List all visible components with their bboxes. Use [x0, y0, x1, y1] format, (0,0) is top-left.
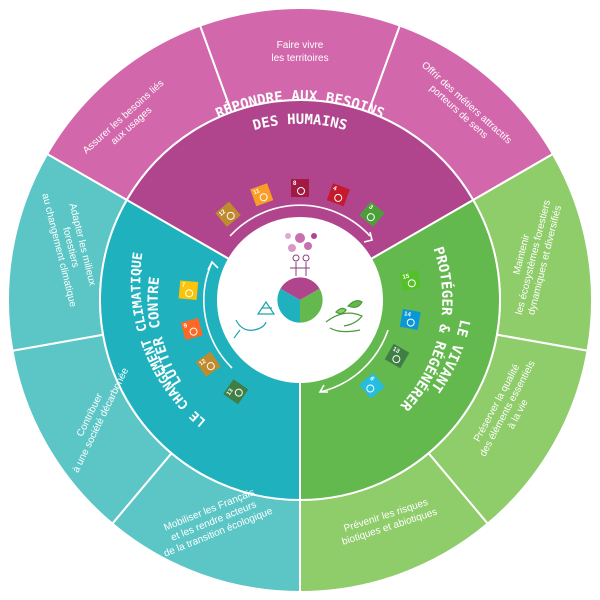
sdg-tile-climate-12: 12 — [195, 351, 221, 377]
svg-text:3: 3 — [367, 204, 374, 211]
infinity-icon — [226, 211, 235, 220]
svg-text:9: 9 — [183, 323, 188, 330]
svg-text:4: 4 — [332, 186, 338, 193]
outer-ring — [7, 7, 593, 594]
svg-text:11: 11 — [253, 188, 262, 196]
center-pie — [277, 277, 323, 323]
svg-text:7: 7 — [182, 283, 187, 289]
sdg-tile-living-14: 14 — [399, 309, 421, 330]
book-icon — [334, 193, 343, 202]
svg-text:15: 15 — [402, 274, 410, 281]
city-icon — [259, 193, 268, 202]
svg-text:Faire vivre: Faire vivre — [277, 40, 324, 51]
eye-globe-icon — [392, 355, 401, 364]
sdg-tile-humans-12: 12 — [215, 201, 241, 227]
svg-text:les territoires: les territoires — [271, 53, 328, 64]
svg-text:14: 14 — [404, 311, 412, 318]
sdg-icons: 12 11 8 4 3 7 9 12 13 15 14 13 6 — [178, 179, 421, 405]
cubes-icon — [189, 327, 198, 336]
hand-leaves-illustration — [325, 300, 363, 333]
sdg-tile-climate-7: 7 — [178, 280, 199, 300]
svg-text:13: 13 — [226, 387, 235, 396]
svg-text:12: 12 — [199, 358, 208, 367]
svg-text:13: 13 — [391, 346, 400, 355]
water-drop-icon — [366, 384, 375, 393]
tree-icon — [407, 279, 416, 288]
sdg-tile-humans-3: 3 — [359, 201, 385, 227]
sdg-tile-humans-8: 8 — [291, 179, 309, 197]
sdg-tile-living-13: 13 — [384, 343, 410, 369]
people-flowers-illustration — [285, 233, 317, 276]
sun-icon — [185, 289, 194, 298]
sdg-tile-living-6: 6 — [359, 373, 385, 399]
sdg-tile-humans-11: 11 — [250, 183, 274, 207]
sdg-tile-living-15: 15 — [399, 270, 421, 291]
sdg-tile-climate-9: 9 — [180, 317, 203, 341]
eye-globe-icon — [234, 388, 243, 397]
infinity-icon — [206, 362, 215, 371]
outer-label-faire-vivre: Faire vivre les territoires — [271, 40, 328, 64]
sdg-tile-climate-13: 13 — [223, 379, 249, 405]
svg-text:6: 6 — [368, 376, 375, 383]
fish-icon — [406, 318, 415, 327]
svg-text:12: 12 — [218, 209, 227, 218]
sdg-tile-humans-4: 4 — [326, 183, 350, 207]
humans-title-line2: DES HUMAINS — [251, 112, 349, 134]
svg-text:8: 8 — [293, 181, 297, 187]
recycle-hand-illustration — [233, 300, 276, 339]
growth-icon — [297, 187, 305, 195]
cycle-arrows — [203, 204, 389, 393]
heartbeat-icon — [366, 213, 375, 222]
